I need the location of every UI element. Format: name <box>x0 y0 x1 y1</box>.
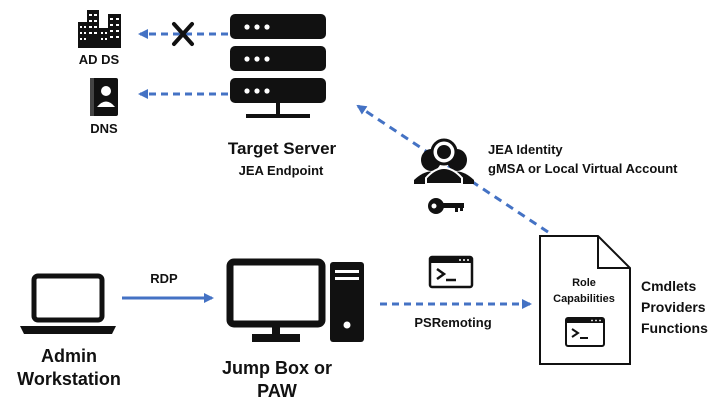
jump-box-label-line2: PAW <box>257 381 297 401</box>
role-capabilities-label-line1: Role <box>572 277 596 289</box>
capability-functions: Functions <box>641 320 708 336</box>
server-icon <box>230 14 326 118</box>
admin-label-line2: Workstation <box>17 369 121 389</box>
rdp-label: RDP <box>150 271 178 286</box>
laptop-icon <box>20 273 116 334</box>
dns-book-icon <box>90 78 118 116</box>
gmsa-label: gMSA or Local Virtual Account <box>488 161 678 176</box>
desktop-computer-icon <box>226 258 364 342</box>
jea-endpoint-label: JEA Endpoint <box>238 163 324 178</box>
admin-label-line1: Admin <box>41 346 97 366</box>
psremoting-label: PSRemoting <box>414 315 492 330</box>
ad-ds-label: AD DS <box>78 52 120 67</box>
capability-providers: Providers <box>641 299 706 315</box>
buildings-icon <box>78 10 121 48</box>
role-capabilities-document-icon <box>539 235 631 365</box>
role-capabilities-label-line2: Capabilities <box>553 293 615 305</box>
dns-label: DNS <box>90 121 118 136</box>
target-server-label: Target Server <box>227 139 337 158</box>
jea-identity-label: JEA Identity <box>488 142 563 157</box>
terminal-icon <box>428 255 474 289</box>
user-group-icon <box>414 138 474 185</box>
capability-cmdlets: Cmdlets <box>641 278 697 294</box>
key-icon <box>428 198 464 214</box>
jump-box-label-line1: Jump Box or <box>221 358 333 378</box>
blocked-x-icon <box>172 22 194 46</box>
